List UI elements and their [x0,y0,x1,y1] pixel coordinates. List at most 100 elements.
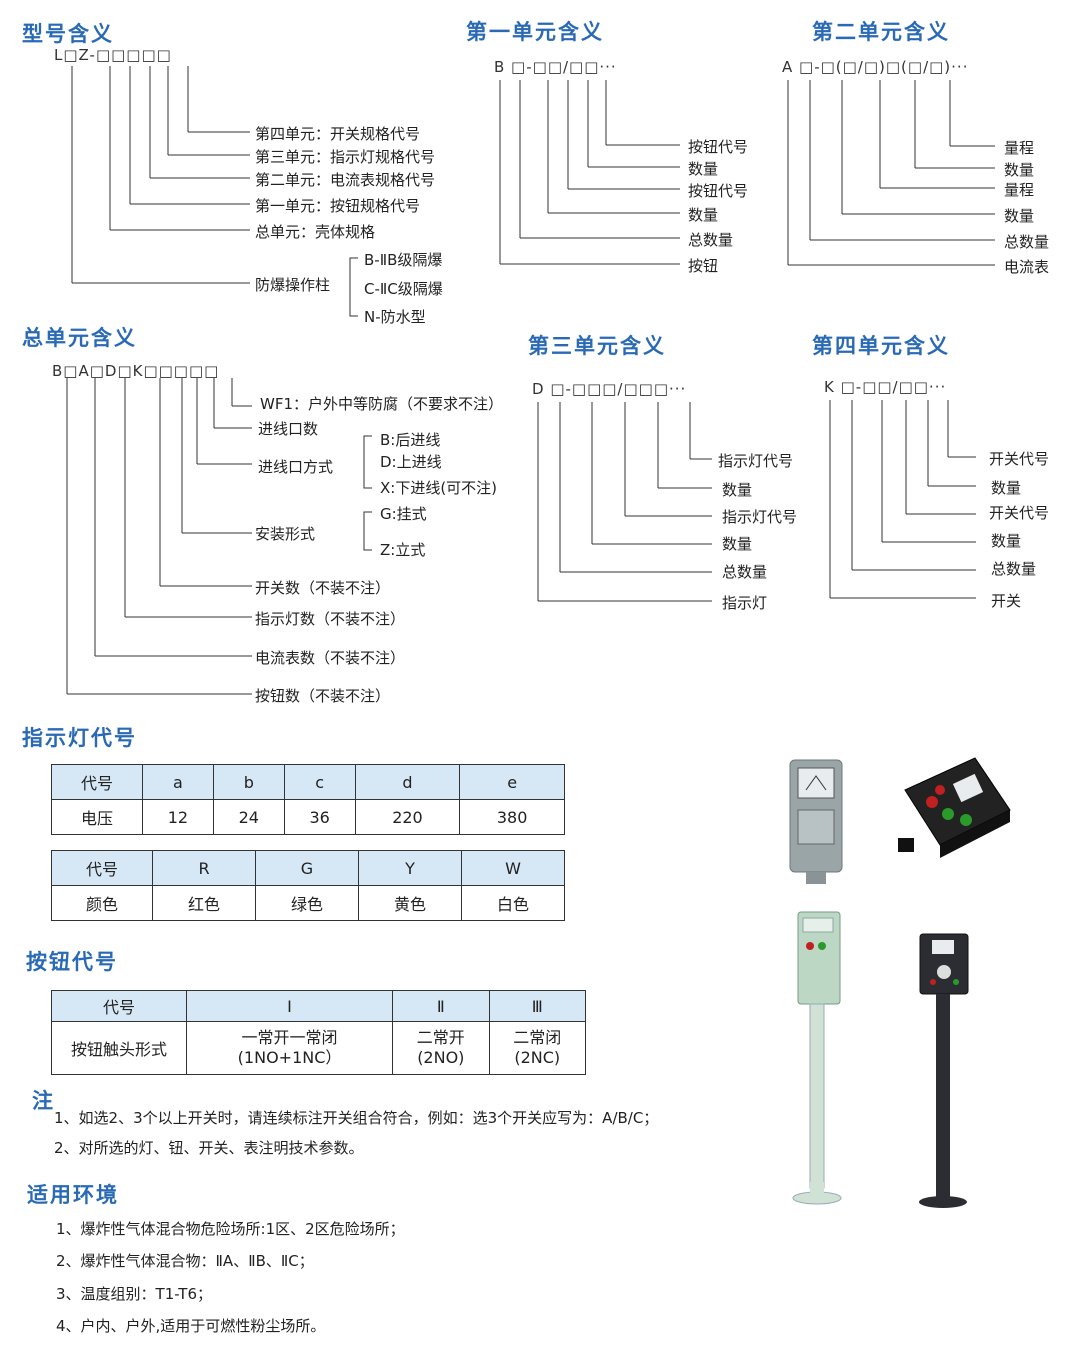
unit2-item: 总数量 [1004,233,1050,251]
table-cell: e [459,764,565,800]
unit4-item: 开关代号 [989,504,1050,522]
table-cell: c [283,764,356,800]
table-cell: 代号 [51,990,187,1022]
unit1-item: 按钮代号 [688,182,749,200]
cell-line: (2NC) [514,1048,561,1067]
table-cell: G [255,850,359,886]
note-line: 2、对所选的灯、钮、开关、表注明技术参数。 [54,1139,364,1157]
cell-line: 二常闭 [513,1028,562,1047]
unit4-item: 数量 [991,532,1022,550]
mount-option: Z:立式 [380,541,426,559]
table-cell: 12 [142,799,214,835]
table-cell: a [142,764,214,800]
pillar-option: N-防水型 [364,308,426,326]
cell-line: (1NO+1NC） [237,1048,342,1067]
model-item: 第四单元：开关规格代号 [255,125,421,143]
table-cell: 绿色 [255,885,359,921]
unit4-title: 第四单元含义 [812,334,950,358]
total-wf1: WF1：户外中等防腐（不要求不注） [260,395,504,413]
lamp-title: 指示灯代号 [22,726,137,750]
table-cell: 36 [283,799,356,835]
env-line: 2、爆炸性气体混合物：ⅡA、ⅡB、ⅡC； [56,1252,314,1270]
unit2-code: A □-□(□/□)□(□/□)··· [782,58,969,76]
mount-option: G:挂式 [380,505,427,523]
unit1-item: 数量 [688,160,719,178]
inlet-option: B:后进线 [380,431,441,449]
unit2-item: 量程 [1004,139,1035,157]
total-title: 总单元含义 [22,326,137,350]
unit4-item: 开关代号 [989,450,1050,468]
button-title: 按钮代号 [26,950,118,974]
table-cell: 颜色 [51,885,153,921]
cell-line: 一常开一常闭 [241,1028,338,1047]
unit3-item: 总数量 [722,563,768,581]
unit3-item: 指示灯代号 [722,508,798,526]
table-cell: Ⅲ [488,990,587,1022]
cell-line: 二常开 [416,1028,465,1047]
product-photos [789,757,1011,1208]
note-title: 注 [32,1089,55,1113]
total-mount: 安装形式 [255,525,316,543]
unit2-item: 数量 [1004,161,1035,179]
unit3-item: 数量 [722,481,753,499]
table-cell: 黄色 [358,885,462,921]
table-cell: Y [358,850,462,886]
unit1-title: 第一单元含义 [466,20,604,44]
total-count: 指示灯数（不装不注） [255,610,406,628]
button-table: 代号 Ⅰ Ⅱ Ⅲ 按钮触头形式 一常开一常闭 (1NO+1NC） 二常开 (2N… [51,990,587,1075]
model-item: 第一单元：按钮规格代号 [255,197,421,215]
unit4-code: K □-□□/□□··· [824,378,947,396]
inlet-option: D:上进线 [380,453,442,471]
total-inlet-count: 进线口数 [258,420,319,438]
table-cell: 代号 [51,850,153,886]
cell-line: (2NO) [417,1048,465,1067]
unit2-item: 量程 [1004,181,1035,199]
lamp-color-table: 代号 R G Y W 颜色 红色 绿色 黄色 白色 [51,850,565,921]
table-cell: 24 [212,799,285,835]
unit3-code: D □-□□□/□□□··· [532,380,687,398]
env-title: 适用环境 [27,1183,119,1207]
env-line: 3、温度组别：T1-T6； [56,1285,212,1303]
env-line: 1、爆炸性气体混合物危险场所:1区、2区危险场所； [56,1220,405,1238]
note-line: 1、如选2、3个以上开关时，请连续标注开关组合符合，例如：选3个开关应写为：A/… [54,1109,659,1127]
table-cell: Ⅰ [185,990,394,1022]
model-item: 总单元：壳体规格 [255,223,376,241]
unit1-item: 按钮代号 [688,138,749,156]
table-cell: 按钮触头形式 [51,1021,187,1075]
unit4-item: 数量 [991,479,1022,497]
table-cell: W [461,850,565,886]
unit4-item: 总数量 [991,560,1037,578]
table-cell: 一常开一常闭 (1NO+1NC） [185,1021,394,1075]
total-count: 开关数（不装不注） [255,579,391,597]
model-item: 第三单元：指示灯规格代号 [255,148,436,166]
env-line: 4、户内、户外,适用于可燃性粉尘场所。 [56,1317,326,1335]
table-cell: 220 [354,799,461,835]
table-cell: 二常闭 (2NC) [488,1021,587,1075]
pillar-option: B-ⅡB级隔爆 [364,251,443,269]
inlet-option: X:下进线(可不注) [380,479,498,497]
table-cell: Ⅱ [392,990,490,1022]
unit3-title: 第三单元含义 [528,334,666,358]
lamp-voltage-table: 代号 a b c d e 电压 12 24 36 220 380 [51,764,565,835]
model-code: L□Z-□□□□□ [54,46,172,64]
pillar-option: C-ⅡC级隔爆 [364,280,443,298]
table-cell: d [354,764,461,800]
table-cell: R [152,850,256,886]
unit1-item: 按钮 [688,257,719,275]
unit2-item: 数量 [1004,207,1035,225]
unit1-item: 数量 [688,206,719,224]
unit1-code: B □-□□/□□··· [494,58,617,76]
green-pillar-image [792,911,842,1205]
table-cell: 代号 [51,764,143,800]
table-cell: b [212,764,285,800]
unit3-item: 数量 [722,535,753,553]
unit4-item: 开关 [991,592,1022,610]
black-control-box-image [898,757,1011,858]
gray-control-box-image [789,759,843,884]
unit1-item: 总数量 [688,231,734,249]
unit2-item: 电流表 [1004,258,1050,276]
black-pillar-image [919,933,969,1208]
table-cell: 红色 [152,885,256,921]
model-item: 第二单元：电流表规格代号 [255,171,436,189]
